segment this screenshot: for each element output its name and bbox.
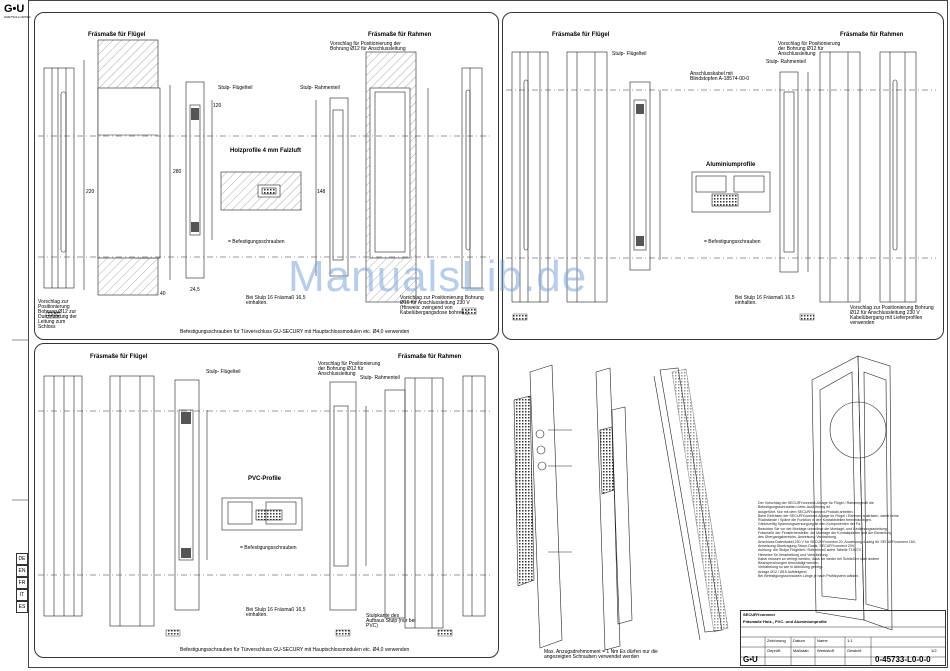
- title-block-grid: [741, 626, 945, 665]
- tr-stulp2-label: Stulp- Rahmenteil: [766, 59, 806, 65]
- tl-vorschlag-1: Vorschlag für Positionierung der Bohrung…: [330, 41, 406, 52]
- tr-vorschlag-label: Vorschlag für Positionierung der Bohrung…: [778, 41, 841, 57]
- bl-section-title: PVC-Profile: [248, 476, 282, 482]
- tb-company-logo: G•U: [743, 655, 758, 664]
- br-anschluss-note: Max. Anzugsdrehmoment = 1 Nm Es dürfen n…: [544, 649, 658, 660]
- tb-field-werkstoff: Werkstoff: [817, 648, 834, 653]
- watermark: ManualsLib.de: [288, 252, 588, 301]
- tl-stulp-label: Stulp- Flügelteil: [218, 85, 253, 91]
- bl-footer: Befestigungsschrauben für Türverschluss …: [180, 647, 410, 653]
- tb-field-geprueft: Geprüft: [767, 648, 781, 653]
- tr-stulp-label: Stulp- Flügelteil: [612, 51, 647, 57]
- tr-title-rahmen: Fräsmaße für Rahmen: [840, 32, 904, 38]
- note-line: Anschluss Datenkabel 230 V für SECURYcon…: [758, 539, 916, 544]
- note-line: Gleichzeitig Spannungsversorgung ist den…: [758, 522, 862, 527]
- tl-dim-220: 220: [86, 189, 95, 195]
- tb-row1: SECURYconnect: [743, 612, 775, 617]
- note-line: Beachten Sie vor der Montage unbedingt d…: [758, 526, 888, 531]
- tl-title-rahmen: Fräsmaße für Rahmen: [368, 32, 432, 38]
- tr-vorschlag-3: Vorschlag zur Positionierung Bohrung Ø12…: [850, 305, 934, 326]
- note-line: Beim Einfräsen der SECURYconnect-Anlage …: [758, 513, 899, 518]
- note-line: Anweisung Übertragung Strom-Dosis, SECUR…: [758, 543, 855, 548]
- tb-field-gewicht: Gewicht: [847, 648, 862, 653]
- side-label-de: DE: [16, 553, 28, 565]
- note-line: Anlage Ø12 / Ø16 Aufsteigend: [758, 569, 807, 574]
- tb-field-zeichnung: Zeichnung: [767, 638, 786, 643]
- note-line: Bei Befestigungsschrauben Länge je nach …: [758, 574, 860, 579]
- note-line: Verkabelung so wie in Abbildung gezeigt.: [758, 565, 824, 570]
- tr-stulp-note: Bei Stulp 16 Fräsmaß 16,5 einhalten.: [735, 295, 795, 306]
- side-label-fr: FR: [16, 577, 28, 589]
- drawing-frame: [28, 0, 948, 668]
- gu-logo-subtitle: GRETSCH-UNITEC: [4, 15, 31, 19]
- tb-doc-number: 0-45733-L0-0-0: [875, 655, 931, 664]
- tl-dim-120: 120: [213, 103, 222, 109]
- note-line: Beanspruchungen beschädigt werden.: [758, 561, 820, 566]
- tl-title-fluegel: Fräsmaße für Flügel: [88, 32, 146, 38]
- bl-title-fluegel: Fräsmaße für Flügel: [90, 354, 148, 360]
- note-line: Befestigungsschrauben Liefer-Ausführung …: [758, 505, 830, 510]
- tr-section-title: Aluminiumprofile: [706, 162, 756, 168]
- note-line: Hinweise für Verarbeitung und Verarbeitu…: [758, 552, 828, 557]
- tb-field-name: Name: [817, 638, 828, 643]
- side-label-it: IT: [16, 589, 28, 601]
- note-line: Achtung: die Stulpe Flügelteil / Rahment…: [758, 548, 861, 553]
- tr-achse-label: Anschlusskabel mit Blindstopfen A-18574-…: [690, 71, 750, 82]
- tl-dim-148: 148: [317, 189, 326, 195]
- tl-dim-24-5: 24,5: [190, 287, 200, 293]
- note-line: Fräsmaße der Fensterhersteller, die Mont…: [758, 531, 892, 536]
- tl-vorschlag-2: Vorschlag zur Positionierung Bohrung Ø12…: [38, 299, 77, 330]
- bl-vorschlag-label: Vorschlag für Positionierung der Bohrung…: [318, 361, 381, 377]
- tr-title-fluegel: Fräsmaße für Flügel: [552, 32, 610, 38]
- bl-stulp-label: Stulp- Flügelteil: [206, 369, 241, 375]
- tl-dim-40: 40: [160, 291, 166, 297]
- note-line: ausgeführt. Nur mit dem SECURYconnect-Pr…: [758, 509, 854, 514]
- tb-field-datum: Datum: [793, 638, 805, 643]
- note-line: des Übergangsbereichs, Anweisung Verdrah…: [758, 535, 837, 540]
- tb-row2: Fräsmaße Holz-, PVC- und Aluminiumprofil…: [743, 619, 827, 624]
- tl-stulp2-label: Stulp- Rahmenteil: [300, 85, 340, 91]
- note-line: Der Vorschlag der SECURYconnect-Anlage f…: [758, 501, 874, 505]
- tl-schraube-legend: = Befestigungsschrauben: [228, 239, 285, 245]
- side-label-es: ES: [16, 601, 28, 613]
- notes-block: Der Vorschlag der SECURYconnect-Anlage f…: [758, 501, 942, 578]
- side-label-en: EN: [16, 565, 28, 577]
- bl-title-rahmen: Fräsmaße für Rahmen: [398, 354, 462, 360]
- title-block: SECURYconnect Fräsmaße Holz-, PVC- und A…: [740, 610, 946, 666]
- tl-stulp-note: Bei Stulp 16 Fräsmaß 16,5 einhalten.: [246, 295, 306, 306]
- bl-stulp2-label: Stulp- Rahmenteil: [360, 375, 400, 381]
- note-line: Kabel müssen so verlegt werden, dass sie…: [758, 556, 880, 561]
- bl-stulp-note: Bei Stulp 16 Fräsmaß 16,5 einhalten.: [246, 607, 306, 618]
- tl-dim-280: 280: [173, 169, 182, 175]
- tr-schraube-legend: = Befestigungsschrauben: [704, 239, 761, 245]
- gu-logo: G•U: [4, 3, 25, 15]
- bl-schraube-legend: = Befestigungsschrauben: [240, 545, 297, 551]
- tl-vorschlag-3: Vorschlag zur Positionierung Bohrung Ø16…: [400, 295, 484, 316]
- panel-pvc-profile: [34, 343, 499, 658]
- tb-field-massstab: Maßstab: [793, 648, 809, 653]
- note-line: Rückstände / Späne die Funktion in den K…: [758, 518, 872, 523]
- tb-sheet: 1/2: [931, 648, 937, 653]
- tl-section-title: Holzprofile 4 mm Falzluft: [230, 148, 302, 154]
- tb-scale: 1:1: [847, 638, 853, 643]
- tl-footer: Befestigungsschrauben für Türverschluss …: [180, 329, 410, 335]
- bl-stulp-note-2: Stulpkante des Aufbaus Stulp (nur bei PV…: [366, 613, 416, 629]
